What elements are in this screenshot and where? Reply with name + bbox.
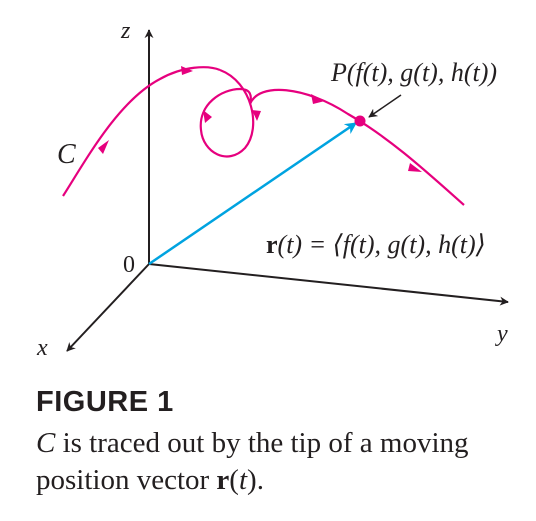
point-p [354, 115, 366, 127]
vector-symbol: r [266, 230, 278, 259]
caption-text-2: ( [229, 464, 239, 496]
figure-caption: FIGURE 1 C is traced out by the tip of a… [36, 386, 526, 499]
curve-c-loop [199, 68, 255, 158]
figure-caption-text: C is traced out by the tip of a moving p… [36, 425, 526, 499]
curve-direction-arrow [98, 140, 109, 154]
vector-expression: (t) = ⟨f(t), g(t), h(t)⟩ [278, 230, 486, 259]
origin-label: 0 [123, 252, 135, 278]
caption-text-3: ). [247, 464, 264, 496]
x-axis [66, 263, 150, 352]
caption-text-1: is traced out by the tip of a moving pos… [36, 427, 469, 496]
curve-direction-arrow [181, 66, 193, 75]
curve-direction-arrow [311, 94, 325, 104]
caption-vector-symbol: r [216, 464, 230, 496]
y-axis-label: y [495, 321, 508, 347]
caption-t-symbol: t [238, 464, 248, 496]
curve-c-tail [248, 88, 465, 206]
caption-curve-symbol: C [36, 427, 56, 459]
position-vector [148, 121, 357, 266]
curve-direction-arrow [408, 163, 422, 172]
vector-label: r(t) = ⟨f(t), g(t), h(t)⟩ [266, 230, 486, 259]
figure-label: FIGURE 1 [36, 386, 174, 418]
z-axis-label: z [120, 18, 131, 44]
x-axis-label: x [36, 335, 48, 361]
curve-direction-arrow [203, 110, 212, 123]
point-label: P(f(t), g(t), h(t)) [330, 58, 497, 87]
space-curve-diagram: z y x 0 C P(f(t), g(t), h(t)) r(t) = ⟨f(… [36, 18, 509, 361]
y-axis [148, 263, 509, 306]
curve-c [62, 66, 221, 197]
point-p-leader [368, 94, 402, 118]
curve-label: C [57, 139, 76, 170]
curve-direction-arrow [252, 110, 261, 121]
